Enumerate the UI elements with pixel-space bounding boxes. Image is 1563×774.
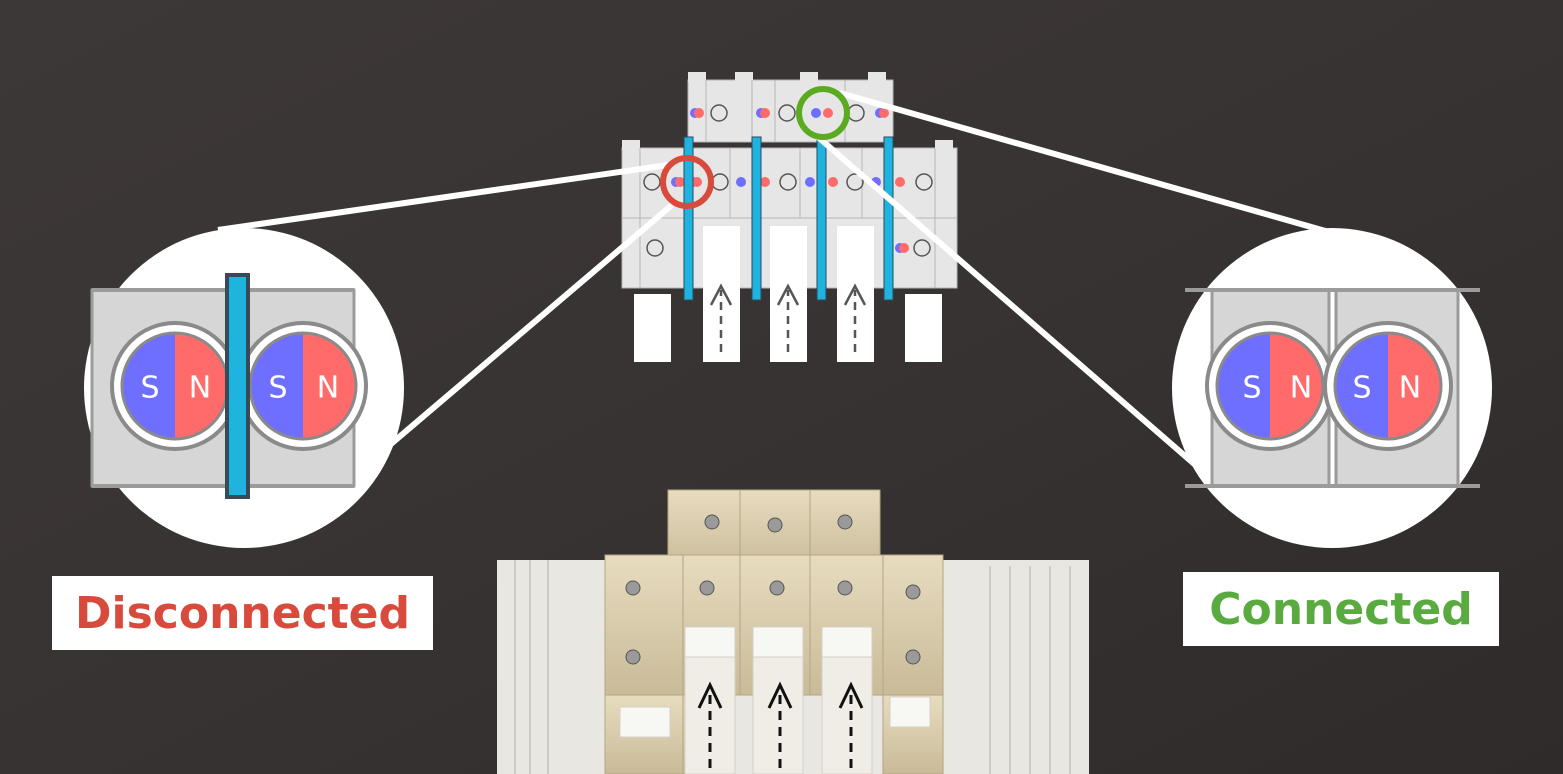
zoom-lines: [217, 90, 1351, 485]
push-up-arrow-icon: [709, 283, 867, 352]
schematic-diagram: [217, 72, 1351, 485]
connected-label-box: Connected: [1183, 572, 1499, 646]
magnet-south-label: S: [1352, 371, 1371, 406]
connected-zoom: S N S N: [1172, 228, 1492, 548]
magnet-north-label: N: [1290, 371, 1312, 406]
disconnected-label-box: Disconnected: [52, 576, 433, 650]
disconnected-zoom: S N S N: [84, 228, 404, 548]
magnet-north-label: N: [1399, 371, 1421, 406]
magnet-south-label: S: [268, 371, 287, 406]
separator-plate: [225, 273, 250, 499]
magnet-south-label: S: [140, 371, 159, 406]
magnet-north-label: N: [189, 371, 211, 406]
disconnected-label: Disconnected: [74, 587, 411, 639]
red-highlight-ring-icon: [660, 155, 714, 209]
small-magnets: [671, 108, 909, 253]
separator-plates: [683, 136, 894, 301]
push-up-arrow-icon: [697, 681, 864, 768]
upper-module-row: [687, 79, 894, 143]
connected-label: Connected: [1209, 583, 1473, 635]
magnet-north-label: N: [317, 371, 339, 406]
prototype-photo: [497, 489, 1089, 774]
magnet-south-label: S: [1242, 371, 1261, 406]
green-highlight-ring-icon: [796, 86, 850, 140]
